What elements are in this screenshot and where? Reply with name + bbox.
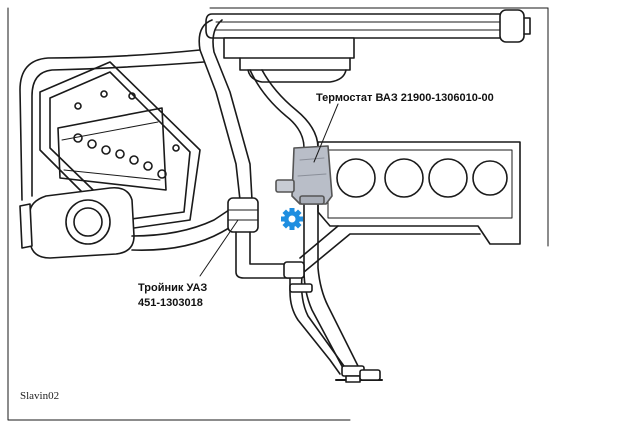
thermostat-inlet-hose (249, 69, 319, 149)
engine-return-pipe (299, 225, 481, 273)
author-signature: Slavin02 (20, 390, 60, 402)
upper-hose (198, 19, 253, 201)
thermostat-label: Термостат ВАЗ 21900-1306010-00 (316, 92, 494, 104)
pipe-clamp (283, 261, 305, 279)
drain-hose (289, 269, 355, 381)
gear-icon (281, 208, 303, 230)
tee-fitting (227, 197, 259, 233)
expansion-tank (19, 186, 135, 259)
radiator-tank (205, 9, 531, 83)
pipe-clamp (289, 283, 313, 293)
thermostat-housing (275, 145, 333, 205)
tee-label-line1: Тройник УАЗ (138, 282, 208, 294)
lower-hose (131, 207, 237, 251)
tee-lower-hose (235, 231, 291, 279)
engine-block (317, 141, 521, 245)
tee-leader-line (199, 219, 239, 277)
radiator-core (39, 61, 201, 231)
bottom-flange (335, 365, 383, 383)
thermostat-leader-line (313, 103, 339, 163)
tee-label-line2: 451-1303018 (138, 297, 203, 309)
radiator-bypass-hose (19, 49, 205, 201)
frame-left-line (7, 7, 351, 421)
